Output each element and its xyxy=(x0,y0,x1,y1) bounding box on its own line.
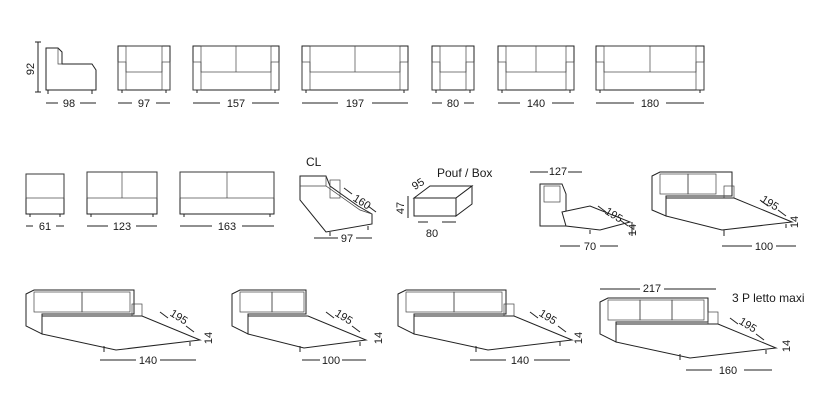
bed-100a-width-label: 100 xyxy=(755,241,773,253)
pouf-height-label: 47 xyxy=(395,202,407,214)
width-label-98: 98 xyxy=(63,98,75,110)
bed-small-width-label: 70 xyxy=(584,241,596,253)
maxi-top-label: 217 xyxy=(643,283,661,295)
bed-140a-length-label: 195 xyxy=(168,308,190,328)
maxi-width-label: 160 xyxy=(719,365,737,377)
cl-width-label: 97 xyxy=(341,233,353,245)
bed-small-height-label: 14 xyxy=(627,224,639,236)
width-label-80: 80 xyxy=(447,98,459,110)
pouf-box xyxy=(407,185,474,223)
maxi-label: 3 P letto maxi xyxy=(732,291,804,305)
sofa-bed-100-top xyxy=(651,171,796,247)
armchair-front xyxy=(117,45,171,104)
sofa-bed-maxi xyxy=(599,288,778,371)
seat-element-61 xyxy=(25,173,65,227)
bed-small-top-label: 127 xyxy=(549,166,567,178)
sofa-bed-small xyxy=(530,171,633,247)
pouf-label: Pouf / Box xyxy=(437,166,492,180)
pouf-width-label: 80 xyxy=(426,228,438,240)
width-label-197: 197 xyxy=(346,98,364,110)
width-label-61: 61 xyxy=(39,221,51,233)
armchair-small-80 xyxy=(431,45,475,104)
seat-element-163 xyxy=(179,171,275,227)
maxi-length-label: 195 xyxy=(737,316,759,336)
bed-100b-length-label: 195 xyxy=(333,308,355,328)
width-label-97: 97 xyxy=(138,98,150,110)
sofa-2seat-157 xyxy=(192,45,280,104)
width-label-123: 123 xyxy=(113,221,131,233)
bed-140a-height-label: 14 xyxy=(203,332,215,344)
width-label-157: 157 xyxy=(227,98,245,110)
cl-label: CL xyxy=(306,155,322,169)
width-label-163: 163 xyxy=(218,221,236,233)
maxi-height-label: 14 xyxy=(781,340,793,352)
bed-100b-height-label: 14 xyxy=(373,332,385,344)
sofa-bed-140-b xyxy=(397,289,574,361)
height-label: 92 xyxy=(25,63,37,75)
width-label-180: 180 xyxy=(641,98,659,110)
bed-100b-width-label: 100 xyxy=(322,355,340,367)
bed-100a-height-label: 14 xyxy=(789,216,801,228)
bed-140b-width-label: 140 xyxy=(511,355,529,367)
bed-140b-height-label: 14 xyxy=(573,332,585,344)
bed-140a-width-label: 140 xyxy=(139,355,157,367)
width-label-140: 140 xyxy=(527,98,545,110)
sofa-2seat-140 xyxy=(497,45,575,104)
sofa-3seat-180 xyxy=(595,45,705,104)
bed-140b-length-label: 195 xyxy=(537,308,559,328)
sofa-bed-100-b xyxy=(231,289,368,361)
pouf-depth-label: 95 xyxy=(410,176,427,193)
sofa-bed-140-a xyxy=(25,289,202,361)
chaise-longue xyxy=(299,175,377,239)
sofa-side-view xyxy=(35,41,97,104)
sofa-3seat-197 xyxy=(301,45,409,104)
seat-element-123 xyxy=(86,171,158,227)
